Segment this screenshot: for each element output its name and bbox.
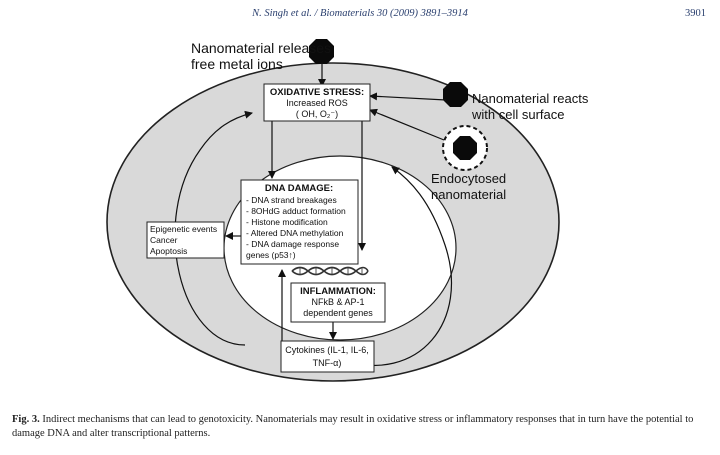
inflammation-title: INFLAMMATION:	[300, 286, 376, 297]
dna-damage-box	[240, 179, 359, 265]
cytokines-box	[280, 340, 375, 373]
reacts-label-line2: with cell surface	[471, 107, 564, 122]
dna-damage-item: - 8OHdG adduct formation	[246, 206, 346, 216]
dna-damage-item: - DNA strand breakages	[246, 195, 337, 205]
inflammation-line1: NFkB & AP-1	[311, 297, 364, 307]
journal-reference: N. Singh et al. / Biomaterials 30 (2009)…	[252, 8, 468, 19]
arrow-surface-to-oxidative	[369, 92, 447, 101]
epigenetic-item: Cancer	[150, 235, 178, 245]
oxidative-title: OXIDATIVE STRESS:	[270, 87, 364, 98]
cytokines-line1: Cytokines (IL-1, IL-6,	[285, 345, 369, 355]
genotoxicity-figure: Nanomaterial releases free metal ions Na…	[106, 39, 589, 382]
running-head: N. Singh et al. / Biomaterials 30 (2009)…	[0, 6, 720, 22]
endocytosed-nanoparticle-icon	[453, 136, 477, 160]
oxidative-stress-box	[263, 83, 371, 122]
epigenetic-item: Apoptosis	[150, 246, 187, 256]
inflammation-box	[290, 282, 386, 323]
figure-caption: Fig. 3. Indirect mechanisms that can lea…	[12, 413, 712, 441]
page-number: 3901	[685, 8, 706, 19]
dna-damage-item: - DNA damage response	[246, 239, 339, 249]
oxidative-line1: Increased ROS	[286, 98, 348, 108]
dna-damage-item: - Histone modification	[246, 217, 328, 227]
nanoparticle-top-icon	[309, 39, 334, 64]
arrow-right-loop	[339, 166, 453, 366]
dna-damage-title: DNA DAMAGE:	[265, 183, 333, 194]
nanoparticle-right-icon	[443, 82, 468, 107]
release-label-line2: free metal ions	[191, 56, 283, 72]
epigenetic-box	[146, 221, 225, 259]
dna-damage-item: genes (p53↑)	[246, 250, 296, 260]
reacts-label-line1: Nanomaterial reacts	[472, 91, 589, 106]
epigenetic-item: Epigenetic events	[150, 224, 217, 234]
arrow-endocytosed-to-oxidative	[369, 108, 445, 141]
arrow-left-loop	[174, 110, 253, 346]
release-label-line1: Nanomaterial releases	[191, 40, 331, 56]
cytokines-line2: TNF-α)	[313, 358, 342, 368]
oxidative-line2: ( OH, O₂⁻)	[296, 109, 338, 119]
inflammation-line2: dependent genes	[303, 308, 373, 318]
caption-label: Fig. 3.	[12, 414, 40, 425]
dna-damage-item: - Altered DNA methylation	[246, 228, 344, 238]
endocytosed-label-line1: Endocytosed	[431, 171, 506, 186]
caption-text: Indirect mechanisms that can lead to gen…	[12, 414, 694, 439]
endocytosed-label-line2: nanomaterial	[431, 187, 506, 202]
dna-helix-icon	[291, 266, 369, 276]
